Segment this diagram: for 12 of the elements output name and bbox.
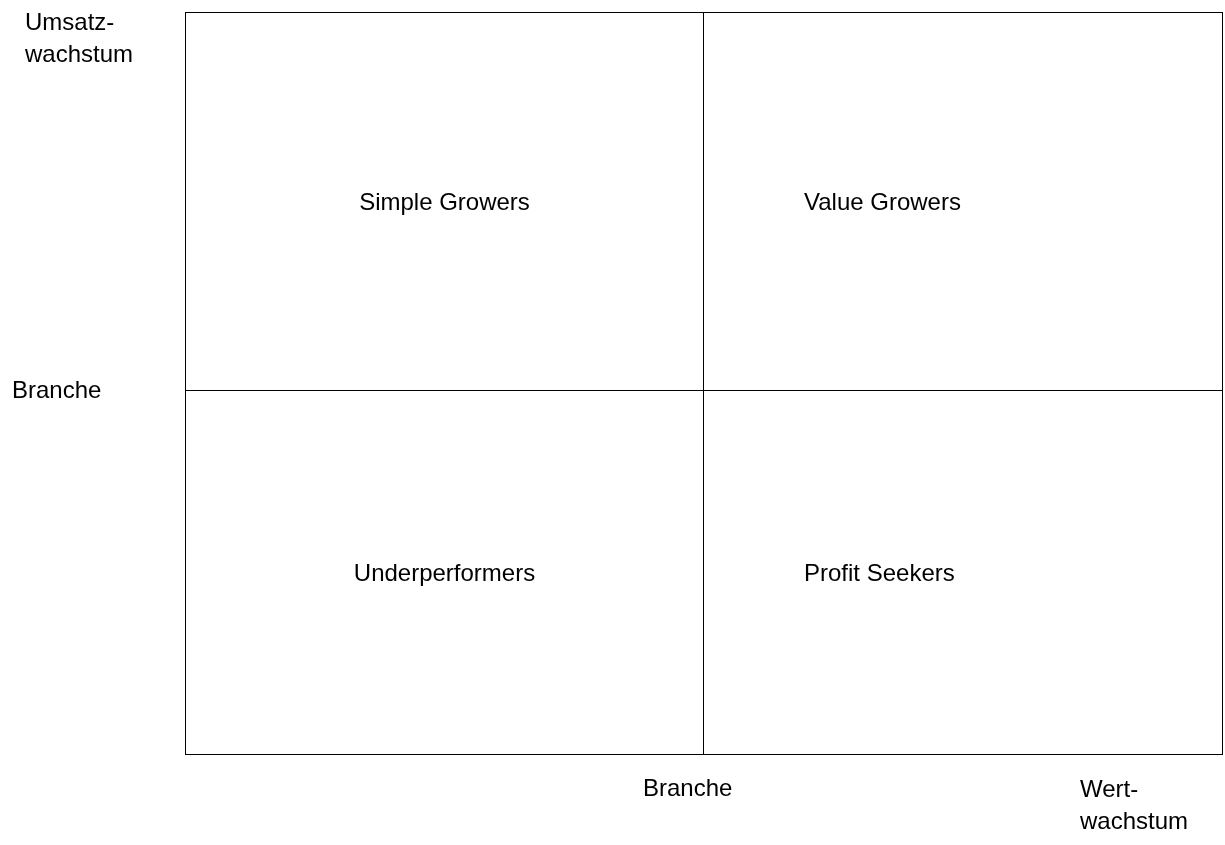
quadrant-box [185,390,704,755]
axis-label: Wert- wachstum [1080,774,1190,836]
quadrant-box [703,12,1223,391]
axis-label: Branche [643,773,734,803]
axis-label: Branche [12,375,103,405]
quadrant-label: Value Growers [804,187,961,216]
quadrant-label: Profit Seekers [804,558,955,587]
axis-label: Umsatz- wachstum [25,7,135,69]
quadrant-label: Underperformers [353,558,536,587]
quadrant-box [185,12,704,391]
quadrant-box [703,390,1223,755]
quadrant-label: Simple Growers [359,187,530,216]
